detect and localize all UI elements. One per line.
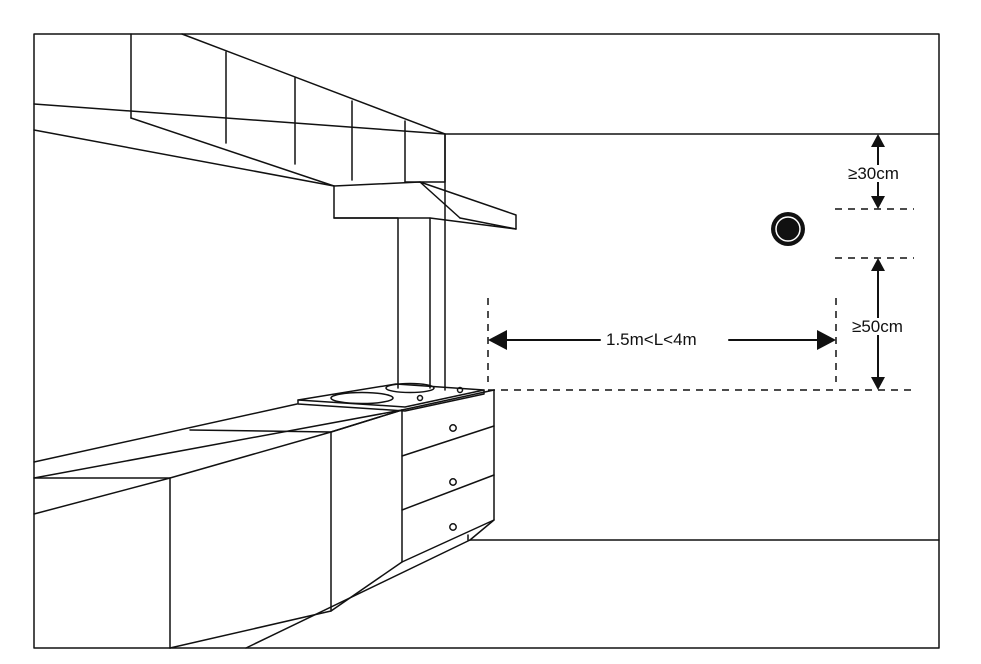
cooktop-knob-1 [416,394,424,402]
distance-range-label: 1.5m<L<4m [604,330,699,349]
upper-cabinets [130,33,446,187]
upper-left-inner-edge [33,129,335,187]
kitchen-room-structure [33,103,940,649]
hood-face-line [419,181,461,219]
cooktop-knob-2 [456,386,464,394]
dimension-guides [487,134,914,391]
middle-cabinet-face [169,431,332,649]
counter-and-base-cabinets [33,389,495,649]
distance-right-arrow [817,330,836,350]
top-clearance-label: ≥30cm [846,164,901,183]
side-clearance-label: ≥50cm [850,317,905,336]
drawer-line-2 [401,474,495,511]
detector-center-icon [779,220,797,238]
burner-right [385,382,435,394]
drawer-knob-3 [449,523,457,531]
top-clearance-down-arrow [871,196,885,209]
drawer-knob-1 [449,424,457,432]
drawer-knob-2 [449,478,457,486]
left-cabinet-face [33,477,171,649]
cooktop [297,382,485,412]
upper-left-edge [33,103,446,135]
upper-cabinet-outline [181,33,446,183]
burner-left [330,391,394,405]
top-clearance-up-arrow [871,134,885,147]
side-clearance-down-arrow [871,377,885,390]
hood-lower-edge [459,217,517,230]
detector-ring-icon [775,216,801,242]
distance-left-arrow [488,330,507,350]
hood-support-left [333,185,399,389]
upper-cabinet-bottom-edge [130,117,335,187]
toe-kick-line [469,519,495,541]
hood-body [333,181,517,230]
counter-top-front-edge [33,409,403,479]
right-cabinet-face [330,409,403,612]
drawer-line-1 [401,425,495,457]
counter-top-back-edge [33,403,298,463]
side-clearance-up-arrow [871,258,885,271]
cooktop-edge [297,389,485,412]
detector-device [771,212,805,246]
counter-return-edge [330,409,403,433]
drawer-cabinet-side [401,389,495,563]
range-hood [333,181,517,389]
diagram-frame [33,33,940,649]
counter-top-divider [189,429,332,433]
floor-base-line [245,539,471,649]
